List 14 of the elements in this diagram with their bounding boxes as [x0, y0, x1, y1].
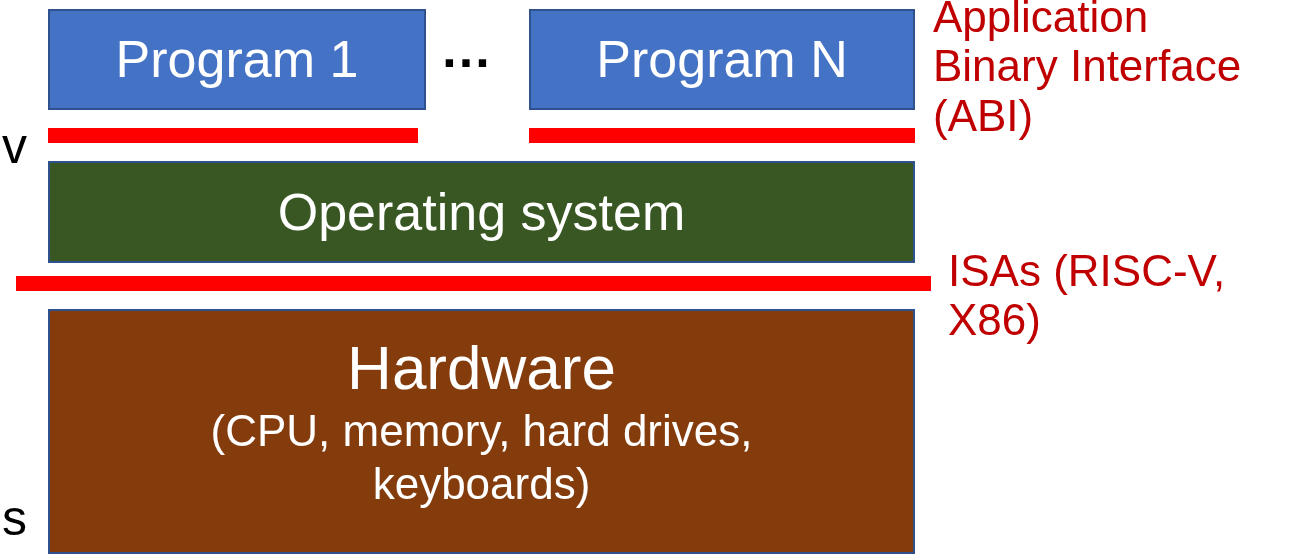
cropped-text: s — [2, 490, 28, 546]
program-box — [529, 9, 915, 110]
hardware-layer-box — [48, 309, 915, 554]
layer-title: Hardware — [347, 332, 616, 404]
layer-label: Operating system — [277, 181, 686, 243]
ellipsis: … — [440, 20, 493, 79]
program-label: Program 1 — [115, 29, 359, 91]
os-layer-box — [48, 161, 915, 263]
interface-label: ISAs (RISC-V, X86) — [948, 246, 1227, 345]
program-label: Program N — [596, 29, 848, 91]
layer-description: (CPU, memory, hard drives, keyboards) — [209, 405, 754, 511]
interface-label: Application Binary Interface (ABI) — [933, 0, 1243, 140]
cropped-text: v — [2, 118, 28, 174]
program-box — [48, 9, 426, 110]
